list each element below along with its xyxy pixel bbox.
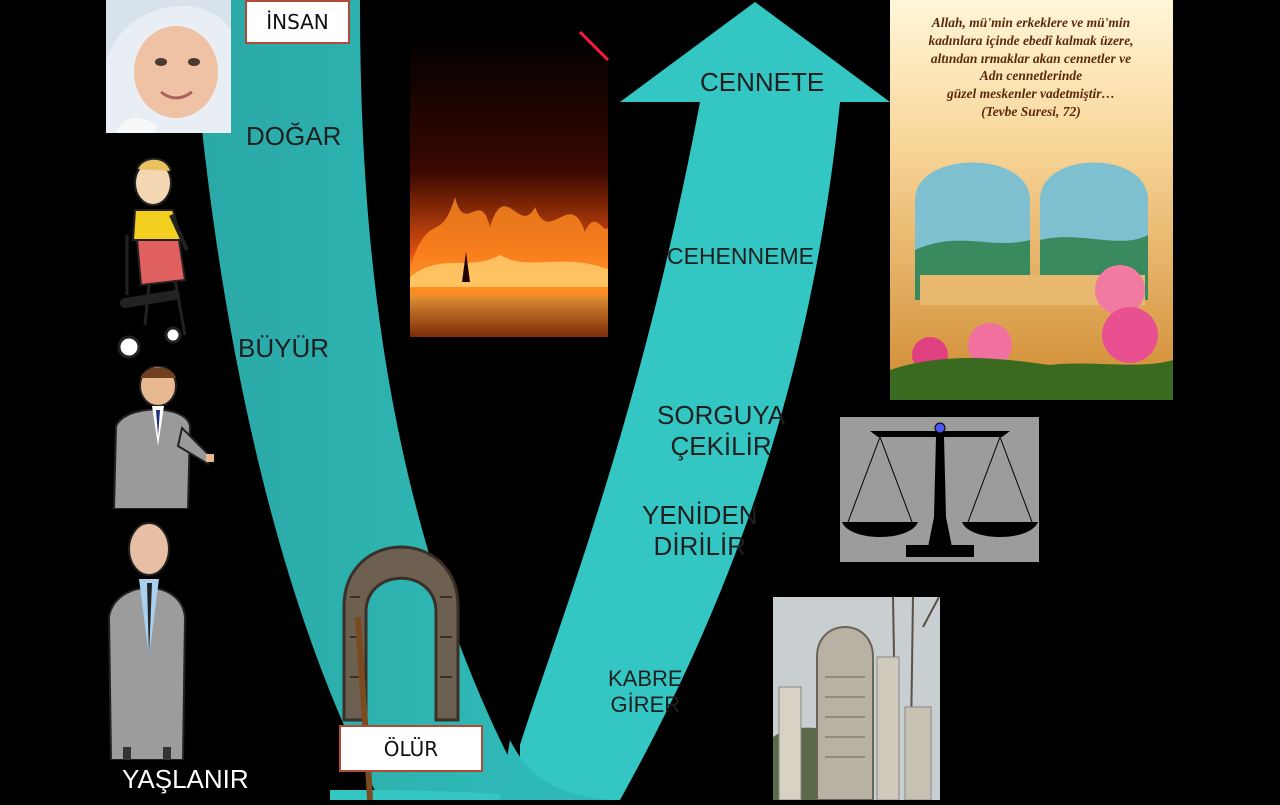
insan-label-box: İNSAN xyxy=(245,0,350,44)
red-stroke xyxy=(578,30,610,62)
yaslanir-label: YAŞLANIR xyxy=(122,764,249,794)
old-man-clipart xyxy=(107,517,187,761)
dogar-label: DOĞAR xyxy=(246,121,342,151)
arrow-right-band xyxy=(330,2,890,800)
verse-text: Allah, mü'min erkeklere ve mü'min kadınl… xyxy=(904,14,1158,121)
child-clipart xyxy=(115,155,200,360)
kabre-label: KABRE GİRER xyxy=(608,666,683,719)
kabre-line2: GİRER xyxy=(610,692,681,718)
fire-image xyxy=(410,37,608,337)
yeniden-label: YENİDEN DİRİLİR xyxy=(642,500,758,562)
buyur-label: BÜYÜR xyxy=(238,333,330,363)
verse-line: kadınlara içinde ebedî kalmak üzere, xyxy=(928,32,1134,48)
man-clipart xyxy=(106,365,216,510)
paradise-image xyxy=(890,0,1173,400)
verse-source: (Tevbe Suresi, 72) xyxy=(981,104,1081,120)
olur-label: ÖLÜR xyxy=(383,736,439,761)
verse-line: Adn cennetlerinde xyxy=(979,68,1083,84)
grave-arch xyxy=(340,537,462,801)
cehenneme-label: CEHENNEME xyxy=(667,243,814,269)
baby-photo xyxy=(106,0,231,133)
sorgu-label: SORGUYA ÇEKİLİR xyxy=(657,400,785,462)
insan-label: İNSAN xyxy=(266,10,329,34)
sorgu-line2: ÇEKİLİR xyxy=(670,431,772,462)
kabre-line1: KABRE xyxy=(608,666,683,691)
yeniden-line2: DİRİLİR xyxy=(653,531,747,562)
tombstone-photo xyxy=(773,597,940,800)
verse-line: güzel meskenler vadetmiştir… xyxy=(947,86,1115,102)
cennete-label: CENNETE xyxy=(700,67,825,97)
verse-line: altından ırmaklar akan cennetler ve xyxy=(930,50,1132,66)
sorgu-line1: SORGUYA xyxy=(657,400,786,430)
verse-line: Allah, mü'min erkeklere ve mü'min xyxy=(931,15,1131,30)
scale-image xyxy=(840,417,1039,562)
olur-label-box: ÖLÜR xyxy=(339,725,483,772)
yeniden-line1: YENİDEN xyxy=(642,500,758,530)
